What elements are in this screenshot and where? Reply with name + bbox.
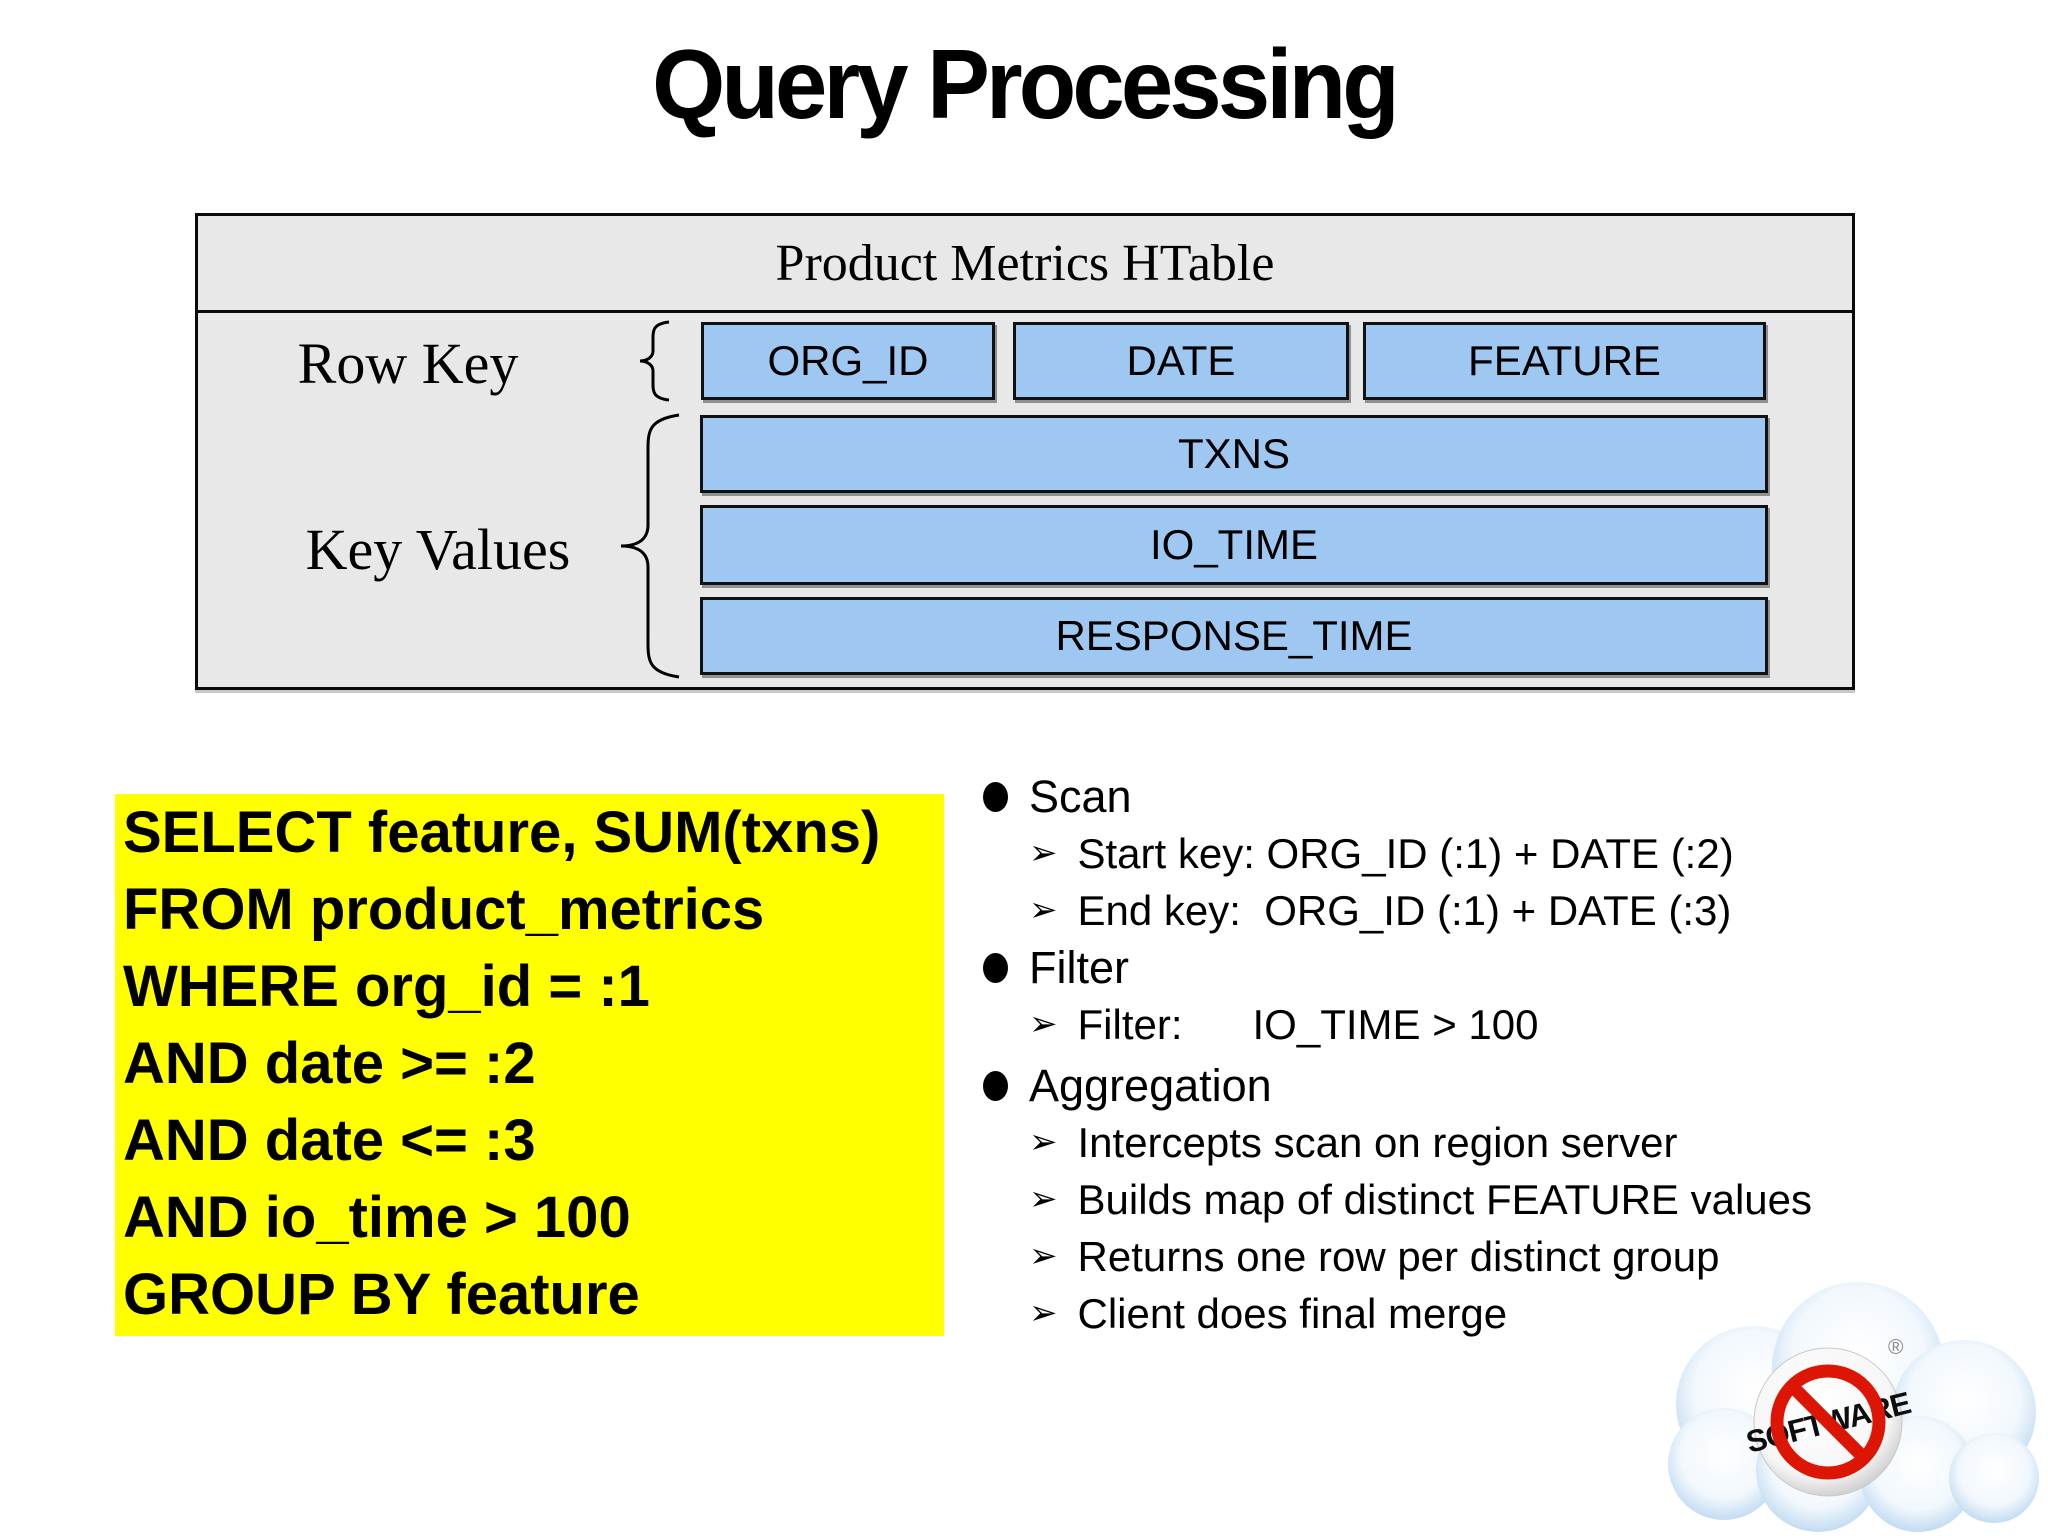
bullet-label: Scan <box>1029 771 1132 822</box>
value-cell-response-time: RESPONSE_TIME <box>700 597 1768 675</box>
list-subitem: ➢ Returns one row per distinct group <box>983 1228 1993 1285</box>
list-subitem: ➢ End key: ORG_ID (:1) + DATE (:3) <box>983 882 1993 939</box>
arrow-bullet-icon: ➢ <box>1029 1180 1058 1218</box>
arrow-bullet-icon: ➢ <box>1029 1123 1058 1161</box>
list-item-filter: Filter <box>983 939 1993 996</box>
sql-line: AND date >= :2 <box>123 1031 536 1096</box>
arrow-bullet-icon: ➢ <box>1029 891 1058 929</box>
page-title: Query Processing <box>652 29 1400 139</box>
value-cell-io-time: IO_TIME <box>700 505 1768 585</box>
list-subitem: ➢ Filter: IO_TIME > 100 <box>983 996 1993 1053</box>
list-subitem: ➢ Client does final merge <box>983 1285 1993 1342</box>
prohibition-ring-icon <box>1770 1364 1886 1480</box>
list-item-scan: Scan <box>983 768 1993 825</box>
no-software-badge: SOFTWARE <box>1743 1347 1914 1497</box>
bullet-dot-icon <box>983 952 1008 983</box>
column-cell-feature: FEATURE <box>1363 322 1766 400</box>
arrow-bullet-icon: ➢ <box>1029 1005 1058 1043</box>
sql-line: FROM product_metrics <box>123 877 765 942</box>
subitem-text: Client does final merge <box>1077 1290 1508 1337</box>
row-key-label: Row Key <box>297 331 519 396</box>
value-cell-txns: TXNS <box>700 415 1768 493</box>
subitem-text: Builds map of distinct FEATURE values <box>1077 1176 1813 1223</box>
list-subitem: ➢ Builds map of distinct FEATURE values <box>983 1171 1993 1228</box>
sql-line: GROUP BY feature <box>123 1262 640 1327</box>
bullet-label: Filter <box>1029 942 1129 993</box>
bullet-dot-icon <box>983 781 1008 812</box>
no-software-cloud-icon: SOFTWARE ® <box>1668 1282 2039 1532</box>
row-key-brace-icon <box>639 320 670 402</box>
column-cell-date: DATE <box>1013 322 1349 400</box>
sql-line: SELECT feature, SUM(txns) <box>123 800 881 865</box>
prohibition-slash-icon <box>1787 1381 1869 1463</box>
sql-line: AND io_time > 100 <box>123 1185 631 1250</box>
bullet-label: Aggregation <box>1029 1060 1272 1111</box>
sql-query-block: SELECT feature, SUM(txns) FROM product_m… <box>115 794 944 1336</box>
bullet-list: Scan ➢ Start key: ORG_ID (:1) + DATE (:2… <box>983 768 1993 1342</box>
salesforce-cloud-logo: SOFTWARE ® <box>1636 1282 2048 1536</box>
list-subitem: ➢ Start key: ORG_ID (:1) + DATE (:2) <box>983 825 1993 882</box>
key-values-brace-icon <box>620 413 680 679</box>
subitem-text: Filter: IO_TIME > 100 <box>1077 1001 1539 1048</box>
registered-trademark-symbol: ® <box>1888 1336 1904 1359</box>
sql-line: WHERE org_id = :1 <box>123 954 650 1019</box>
subitem-text: Intercepts scan on region server <box>1077 1119 1678 1166</box>
subitem-text: End key: ORG_ID (:1) + DATE (:3) <box>1077 887 1732 934</box>
arrow-bullet-icon: ➢ <box>1029 834 1058 872</box>
subitem-text: Returns one row per distinct group <box>1077 1233 1720 1280</box>
column-cell-org-id: ORG_ID <box>701 322 995 400</box>
bullet-dot-icon <box>983 1070 1008 1101</box>
htable-title: Product Metrics HTable <box>198 216 1852 313</box>
list-item-aggregation: Aggregation <box>983 1057 1993 1114</box>
subitem-text: Start key: ORG_ID (:1) + DATE (:2) <box>1077 830 1734 877</box>
product-metrics-htable-diagram: Product Metrics HTable Row Key Key Value… <box>195 213 1855 690</box>
arrow-bullet-icon: ➢ <box>1029 1237 1058 1275</box>
arrow-bullet-icon: ➢ <box>1029 1294 1058 1332</box>
key-values-label: Key Values <box>305 517 571 582</box>
list-subitem: ➢ Intercepts scan on region server <box>983 1114 1993 1171</box>
sql-line: AND date <= :3 <box>123 1108 536 1173</box>
